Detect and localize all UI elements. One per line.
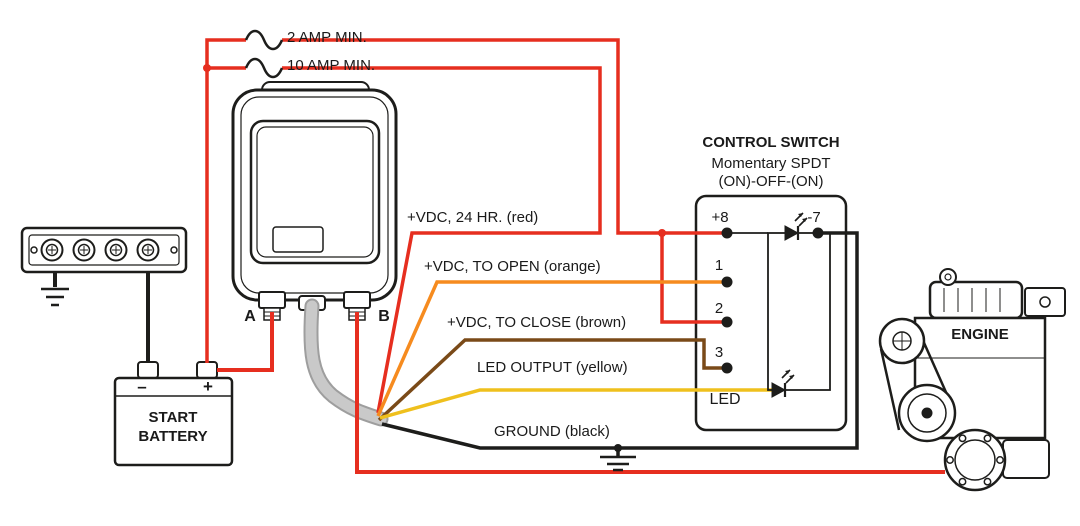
wire-red-2amp-to-switch bbox=[282, 38, 723, 324]
control-switch-subtitle-2: (ON)-OFF-(ON) bbox=[718, 173, 824, 190]
battery-name-line1: START bbox=[148, 409, 198, 426]
label-fuse-2amp: 2 AMP MIN. bbox=[287, 29, 367, 46]
label-wire-close: +VDC, TO CLOSE (brown) bbox=[447, 314, 627, 331]
led-icon-bottom bbox=[771, 369, 795, 398]
control-switch-subtitle-1: Momentary SPDT bbox=[711, 155, 831, 172]
battery-negative-sign: – bbox=[137, 377, 147, 396]
terminal-dot-1 bbox=[721, 276, 733, 288]
start-battery bbox=[113, 361, 234, 467]
terminal-label-1: 1 bbox=[714, 257, 724, 274]
battery-positive-sign: + bbox=[203, 377, 213, 396]
terminal-label-led: LED bbox=[709, 391, 741, 408]
ground-bus-bar bbox=[20, 226, 188, 274]
terminal-label-2: 2 bbox=[714, 300, 724, 317]
wire-black-ground-run bbox=[381, 231, 859, 450]
wire-yellow-led-output bbox=[379, 388, 772, 420]
wire-orange-to-open bbox=[376, 280, 723, 417]
wire-red-battery-feed bbox=[205, 38, 246, 363]
engine-label: ENGINE bbox=[951, 326, 1009, 343]
engine-art bbox=[878, 268, 1066, 492]
relay-control-cable bbox=[303, 298, 389, 427]
terminal-label-plus8: +8 bbox=[711, 209, 729, 226]
junction-dot bbox=[658, 229, 666, 237]
relay-terminal-b-label: B bbox=[378, 308, 390, 325]
wire-red-10amp-to-relay bbox=[282, 66, 602, 414]
terminal-dot-3 bbox=[721, 362, 733, 374]
terminal-label-minus7: -7 bbox=[807, 209, 821, 226]
battery-name-line2: BATTERY bbox=[138, 428, 208, 445]
junction-dot bbox=[203, 64, 211, 72]
led-icon-top bbox=[784, 212, 808, 241]
terminal-dot-2 bbox=[721, 316, 733, 328]
label-wire-open: +VDC, TO OPEN (orange) bbox=[424, 258, 601, 275]
ground-symbol-main bbox=[600, 455, 636, 472]
switch-terminal-dots bbox=[721, 227, 824, 374]
starter-body bbox=[1002, 439, 1050, 479]
ground-symbol-busbar bbox=[41, 287, 69, 307]
wire-brown-to-close bbox=[377, 338, 723, 422]
junction-dot bbox=[614, 444, 622, 452]
control-switch-box bbox=[694, 194, 848, 432]
wire-red-terminal-b-to-starter bbox=[355, 312, 945, 474]
control-switch-title: CONTROL SWITCH bbox=[702, 134, 840, 151]
wire-red bbox=[205, 38, 945, 474]
fuse-icon-2amp bbox=[244, 29, 284, 51]
fuse-icon-10amp bbox=[244, 57, 284, 79]
wire-red-battery-to-terminal-a bbox=[217, 312, 274, 372]
relay-terminal-a-label: A bbox=[244, 308, 256, 325]
label-wire-vdc24: +VDC, 24 HR. (red) bbox=[407, 209, 539, 226]
battery-relay bbox=[231, 81, 398, 321]
terminal-dot-plus8 bbox=[721, 227, 733, 239]
label-fuse-10amp: 10 AMP MIN. bbox=[287, 57, 376, 74]
label-wire-led-output: LED OUTPUT (yellow) bbox=[477, 359, 628, 376]
terminal-dot-minus7 bbox=[812, 227, 824, 239]
terminal-label-3: 3 bbox=[714, 344, 724, 361]
label-wire-ground: GROUND (black) bbox=[494, 423, 610, 440]
